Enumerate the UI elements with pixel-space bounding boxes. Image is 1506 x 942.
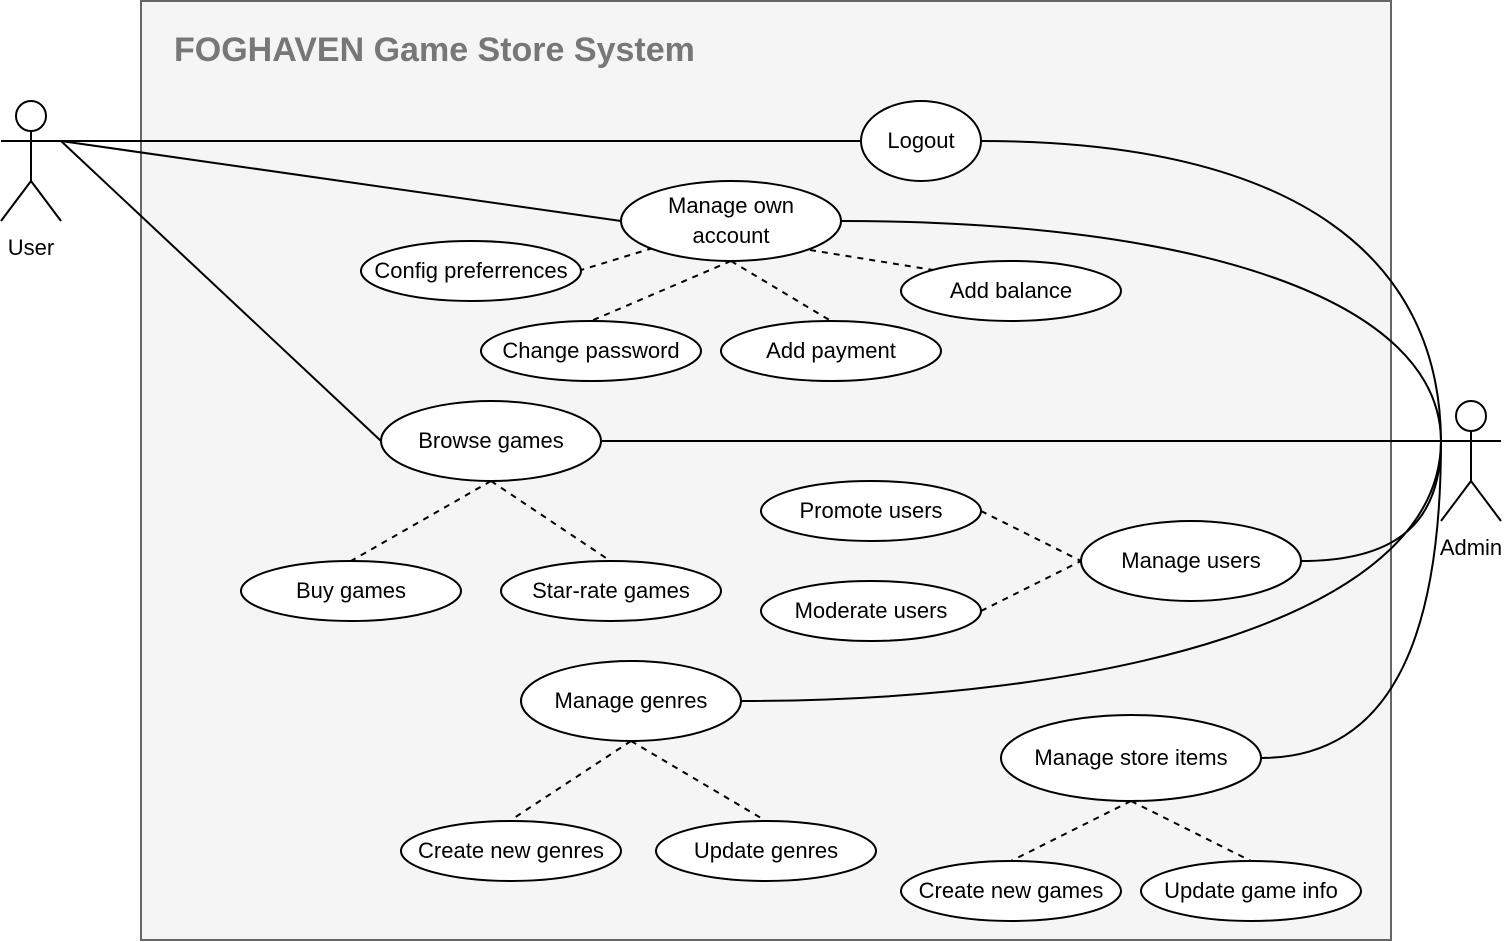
actor-left-leg (1440, 480, 1472, 522)
use-case-logout[interactable]: Logout (860, 100, 982, 182)
use-case-label: Update genres (694, 838, 838, 863)
use-case-create-new-genres[interactable]: Create new genres (400, 820, 622, 882)
dep-genres-update (630, 740, 762, 819)
use-case-label: Create new genres (418, 838, 604, 863)
use-case-label: Logout (887, 128, 954, 153)
dep-account-add-balance (809, 249, 934, 271)
use-case-buy-games[interactable]: Buy games (240, 560, 462, 622)
use-case-label: Update game info (1164, 878, 1338, 903)
use-case-add-balance[interactable]: Add balance (900, 260, 1122, 322)
use-case-label: Change password (502, 338, 679, 363)
use-case-label: Create new games (919, 878, 1104, 903)
actor-head (1455, 400, 1487, 432)
actor-admin-label: Admin (1440, 535, 1502, 560)
use-case-config-preferences[interactable]: Config preferrences (360, 240, 582, 302)
dep-store-update-info (1130, 800, 1252, 862)
dep-account-config (580, 247, 654, 271)
use-case-manage-users[interactable]: Manage users (1080, 520, 1302, 602)
use-case-label: Add payment (766, 338, 896, 363)
actor-left-leg (0, 180, 32, 222)
system-title: FOGHAVEN Game Store System (174, 31, 695, 69)
use-case-label: Manage store items (1034, 745, 1227, 770)
use-case-manage-genres[interactable]: Manage genres (520, 660, 742, 742)
use-case-update-genres[interactable]: Update genres (655, 820, 877, 882)
actor-user-label: User (8, 235, 54, 260)
use-case-create-new-games[interactable]: Create new games (900, 860, 1122, 922)
assoc-admin-manage-genres (740, 440, 1442, 702)
use-case-label: Star-rate games (532, 578, 690, 603)
use-case-moderate-users[interactable]: Moderate users (760, 580, 982, 642)
use-case-label: Manage genres (555, 688, 708, 713)
assoc-user-manage-own-account (60, 140, 622, 222)
actor-right-leg (1470, 480, 1502, 522)
use-case-change-password[interactable]: Change password (480, 320, 702, 382)
use-case-promote-users[interactable]: Promote users (760, 480, 982, 542)
use-case-manage-store-items[interactable]: Manage store items (1000, 714, 1262, 802)
assoc-user-browse-games (60, 140, 382, 442)
actor-admin[interactable]: Admin (1440, 400, 1502, 560)
use-case-update-game-info[interactable]: Update game info (1140, 860, 1362, 922)
assoc-admin-manage-store-items (1260, 440, 1442, 759)
admin-associations (601, 140, 1501, 759)
dep-browse-buy (350, 480, 492, 562)
assoc-admin-logout (980, 140, 1442, 442)
assoc-admin-manage-own-account (840, 220, 1442, 442)
use-case-add-payment[interactable]: Add payment (720, 320, 942, 382)
use-case-label: Moderate users (795, 598, 948, 623)
use-case-label: Buy games (296, 578, 406, 603)
use-case-browse-games[interactable]: Browse games (380, 400, 602, 482)
user-associations (1, 140, 861, 442)
use-case-label-line2: account (692, 223, 769, 248)
actor-head (15, 100, 47, 132)
use-case-label: Manage users (1121, 548, 1260, 573)
use-case-label: Browse games (418, 428, 564, 453)
dep-account-change-password (590, 260, 732, 322)
use-case-manage-own-account[interactable]: Manage own account (620, 180, 842, 262)
dependencies (350, 247, 1252, 862)
dep-account-add-payment (730, 260, 832, 322)
actor-user[interactable]: User (0, 100, 62, 260)
use-case-label: Promote users (799, 498, 942, 523)
dep-store-create-games (1010, 800, 1132, 862)
use-case-star-rate-games[interactable]: Star-rate games (500, 560, 722, 622)
actor-right-leg (30, 180, 62, 222)
use-case-label: Config preferrences (374, 258, 567, 283)
use-case-label: Add balance (950, 278, 1072, 303)
use-case-label-line1: Manage own (668, 193, 794, 218)
